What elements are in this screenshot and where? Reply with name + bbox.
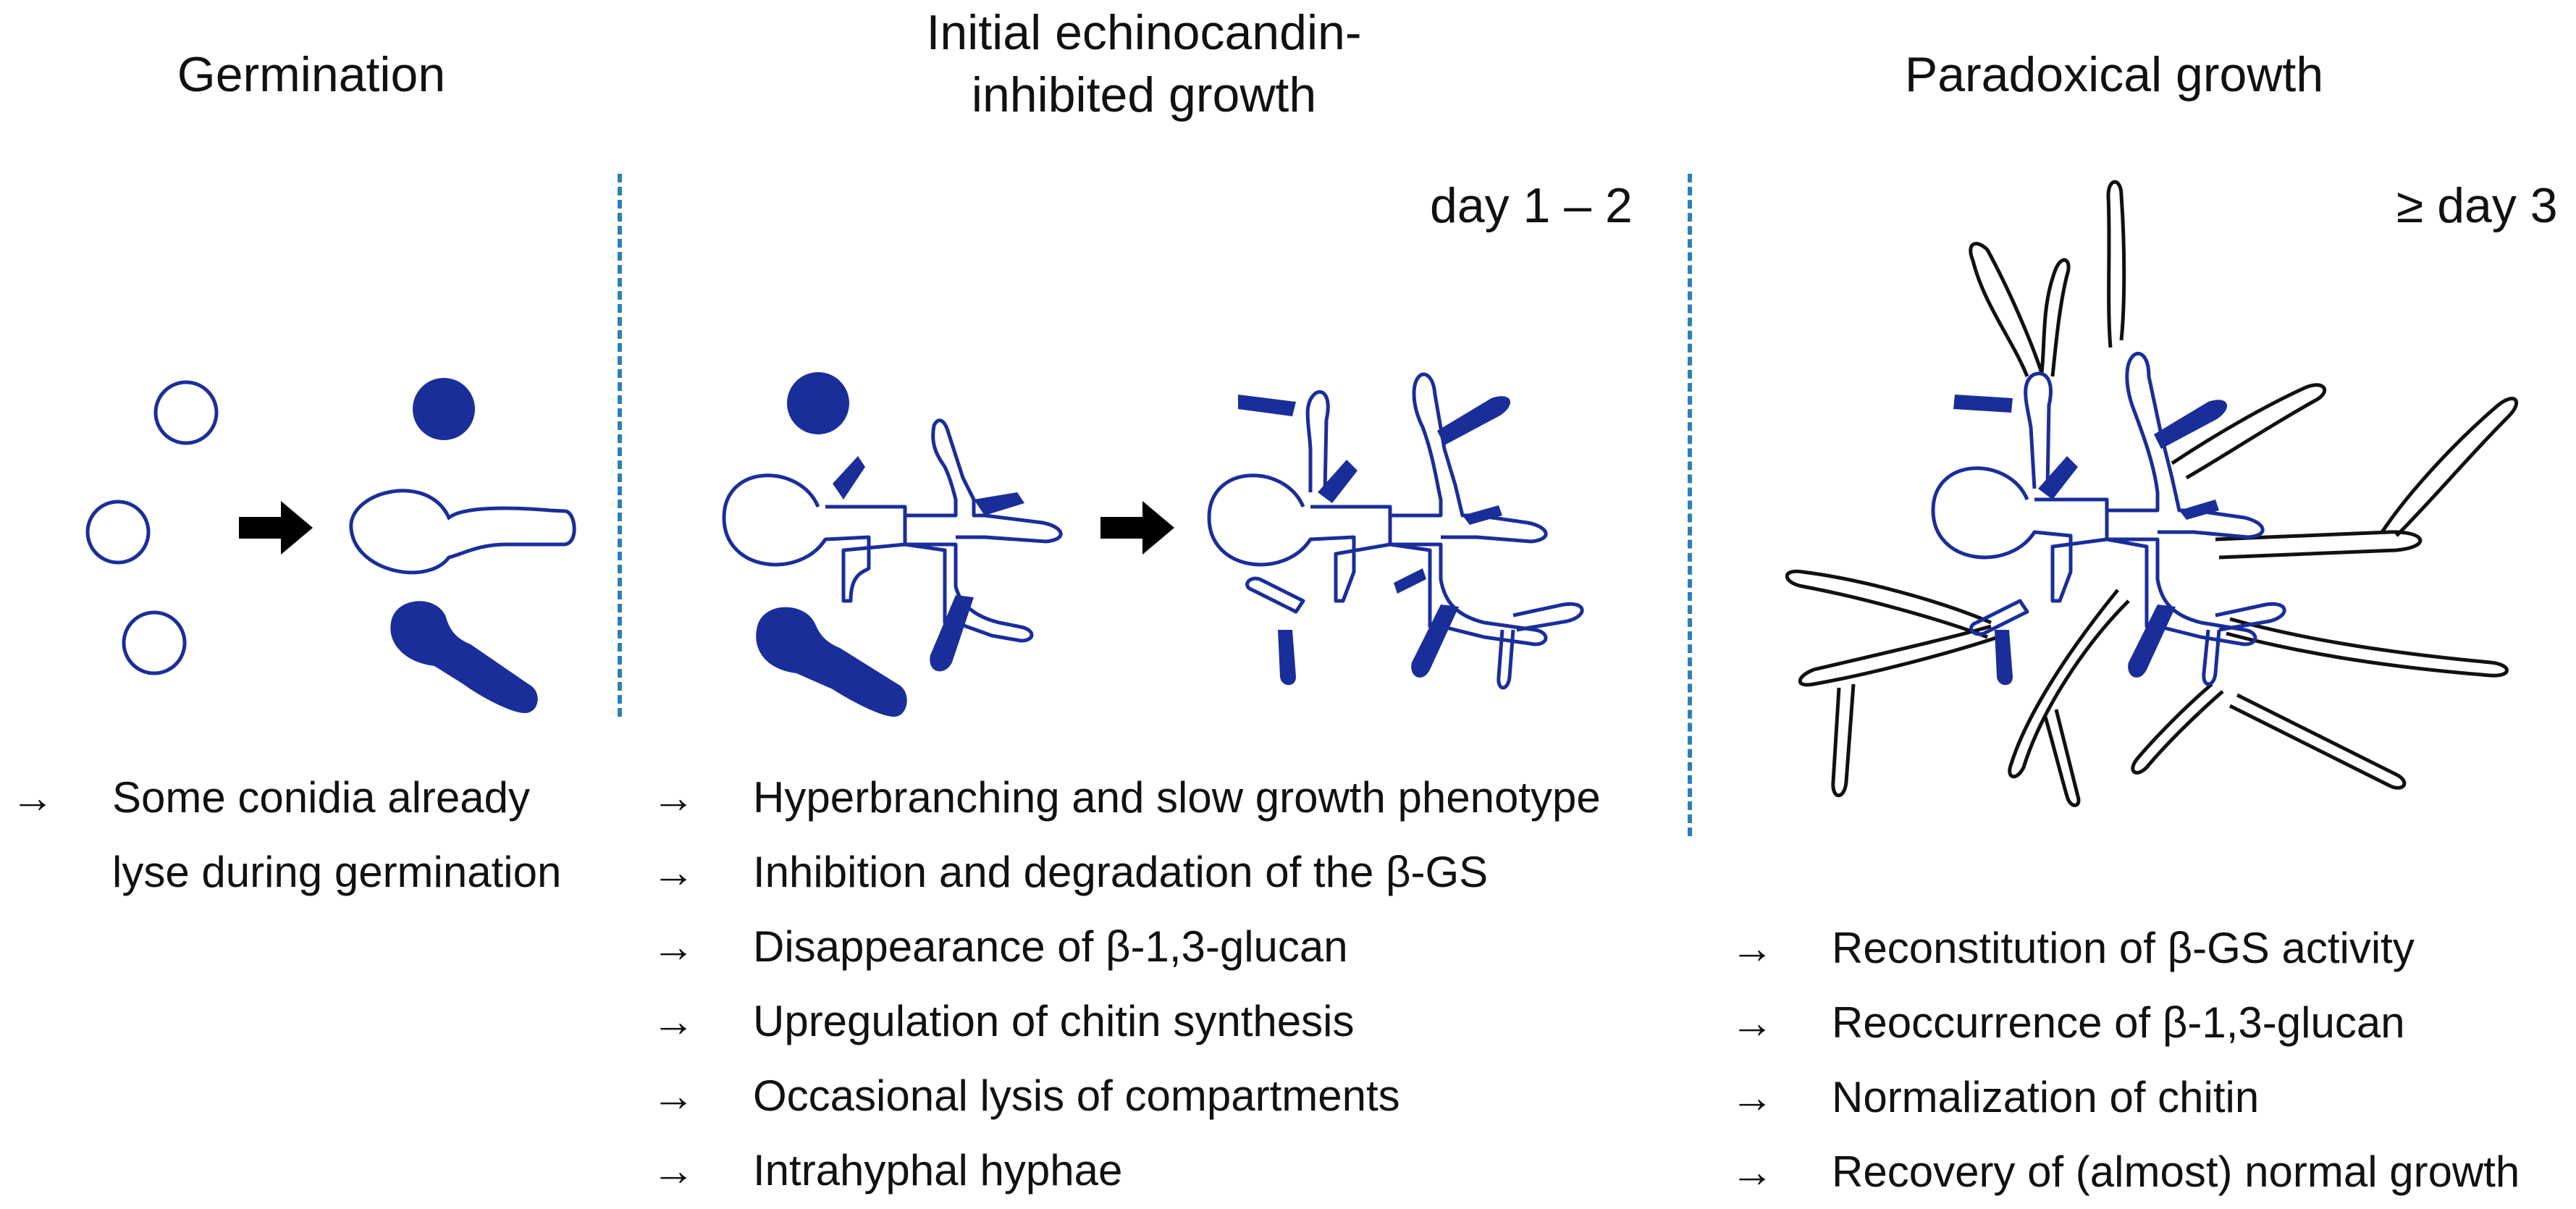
list-item: → Normalization of chitin	[1730, 1060, 2520, 1134]
bullet-text: Inhibition and degradation of the β-GS	[753, 848, 1489, 896]
divider-left	[618, 174, 622, 717]
arrow-right-icon: →	[1730, 924, 1774, 972]
arrow-right-icon: →	[1730, 998, 1774, 1047]
initial-growth-title: Initial echinocandin- inhibited growth	[833, 1, 1455, 126]
bullet-text-continuation: lyse during germination	[112, 848, 562, 896]
arrow-right-icon: →	[652, 1146, 695, 1195]
day-3-label: ≥ day 3	[2396, 178, 2558, 233]
recovered-hyphae	[1785, 180, 2519, 807]
bullet-text: Reoccurrence of β-1,3-glucan	[1832, 998, 2405, 1047]
divider-right	[1688, 174, 1692, 836]
progression-arrow	[239, 501, 313, 555]
lysed-cells	[756, 372, 907, 717]
list-item: → Hyperbranching and slow growth phenoty…	[652, 760, 1601, 835]
list-item: → Inhibition and degradation of the β-GS	[652, 835, 1601, 909]
arrow-right-icon: →	[652, 773, 695, 822]
list-item: → Some conidia already	[11, 760, 561, 835]
arrow-right-icon: →	[652, 848, 695, 896]
initial-growth-bullets: → Hyperbranching and slow growth phenoty…	[652, 760, 1601, 1208]
list-item: → Recovery of (almost) normal growth	[1730, 1134, 2520, 1209]
arrow-right-icon: →	[1730, 1073, 1774, 1121]
lysed-conidium	[787, 372, 849, 434]
conidium	[153, 380, 219, 445]
resting-conidia	[85, 380, 219, 675]
bullet-text: Reconstitution of β-GS activity	[1832, 924, 2415, 972]
list-item: → Disappearance of β-1,3-glucan	[652, 909, 1601, 984]
initial-growth-title-line1: Initial echinocandin-	[926, 5, 1362, 60]
germination-bullets: → Some conidia already lyse during germi…	[11, 760, 561, 909]
arrow-right-icon: →	[652, 922, 695, 971]
germling-outline	[349, 489, 576, 575]
hyperbranched-hypha	[1931, 352, 2286, 686]
paradoxical-growth-bullets: → Reconstitution of β-GS activity → Reoc…	[1730, 911, 2520, 1209]
conidium	[85, 500, 151, 565]
bullet-text: Disappearance of β-1,3-glucan	[753, 922, 1348, 971]
day-1-2-label: day 1 – 2	[1430, 178, 1633, 233]
conidium	[122, 610, 187, 675]
list-item: → Upregulation of chitin synthesis	[652, 984, 1601, 1058]
bullet-text: Intrahyphal hyphae	[753, 1146, 1123, 1195]
arrow-right-icon: →	[1730, 1147, 1774, 1196]
arrow-right-icon: →	[652, 997, 695, 1045]
bullet-text: Upregulation of chitin synthesis	[753, 997, 1355, 1045]
paradoxical-growth-title: Paradoxical growth	[1904, 47, 2324, 102]
lysed-germling	[390, 601, 538, 713]
list-item: → Occasional lysis of compartments	[652, 1058, 1601, 1133]
bullet-text: Normalization of chitin	[1832, 1073, 2260, 1121]
list-item: → Intrahyphal hyphae	[652, 1133, 1601, 1208]
progression-arrow	[1100, 501, 1174, 555]
lysed-cells	[390, 378, 538, 713]
initial-growth-title-line2: inhibited growth	[971, 67, 1317, 122]
list-item: → Reconstitution of β-GS activity	[1730, 911, 2520, 985]
bullet-text: Some conidia already	[112, 773, 531, 822]
list-item: → Reoccurrence of β-1,3-glucan	[1730, 985, 2520, 1060]
germination-title: Germination	[177, 47, 446, 102]
hyperbranched-hypha	[722, 418, 1063, 672]
lysed-germling	[756, 607, 907, 717]
bullet-text: Recovery of (almost) normal growth	[1832, 1147, 2520, 1196]
arrow-right-icon: →	[652, 1071, 695, 1120]
lysed-conidium	[413, 378, 475, 440]
bullet-text: Occasional lysis of compartments	[753, 1071, 1400, 1120]
arrow-right-icon: →	[11, 773, 54, 822]
bullet-text: Hyperbranching and slow growth phenotype	[753, 773, 1601, 822]
hyperbranched-hypha	[1207, 372, 1584, 690]
